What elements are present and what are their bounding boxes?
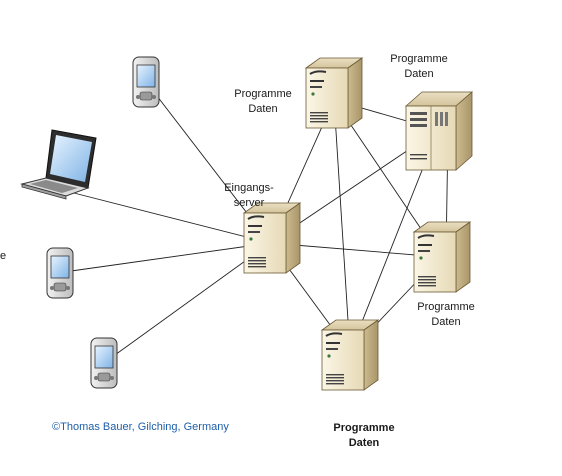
server-bottom-label: Programme Daten — [328, 421, 400, 451]
label-line: Daten — [248, 103, 278, 115]
label-line: Programme — [417, 301, 475, 313]
link-topleft-bottom — [333, 99, 351, 353]
server-right-label: Programme Daten — [410, 300, 482, 330]
server-top-left-label: Programme Daten — [228, 87, 298, 117]
laptop-icon — [21, 129, 97, 200]
label-line: Programme — [234, 88, 292, 100]
copyright-text: Thomas Bauer, Gilching, Germany — [60, 421, 229, 433]
entry-server-label: Eingangs- server — [214, 181, 284, 211]
link-entry-pda-bottom — [107, 242, 271, 361]
server-right-icon — [413, 221, 471, 293]
label-line: Daten — [348, 437, 380, 449]
copyright-symbol: © — [52, 421, 61, 433]
label-line: server — [233, 197, 265, 209]
server-tower-icon — [405, 91, 473, 171]
pda-middle-icon — [46, 247, 74, 299]
server-top-right-label: Programme Daten — [384, 52, 454, 82]
copyright-notice: ©Thomas Bauer, Gilching, Germany — [52, 421, 229, 433]
label-line: Programme — [333, 422, 395, 434]
link-entry-pda-middle — [63, 242, 271, 273]
entry-server-icon — [243, 202, 301, 274]
label-line: Programme — [390, 53, 448, 65]
pda-bottom-icon — [90, 337, 118, 389]
cropped-label-fragment: e — [0, 250, 7, 262]
link-entry-laptop — [69, 191, 271, 244]
pda-top-icon — [132, 56, 160, 108]
label-line: Daten — [431, 316, 461, 328]
server-top-left-icon — [305, 57, 363, 129]
label-line: Daten — [404, 68, 434, 80]
server-bottom-icon — [321, 319, 379, 391]
label-line: Eingangs- — [224, 182, 274, 194]
